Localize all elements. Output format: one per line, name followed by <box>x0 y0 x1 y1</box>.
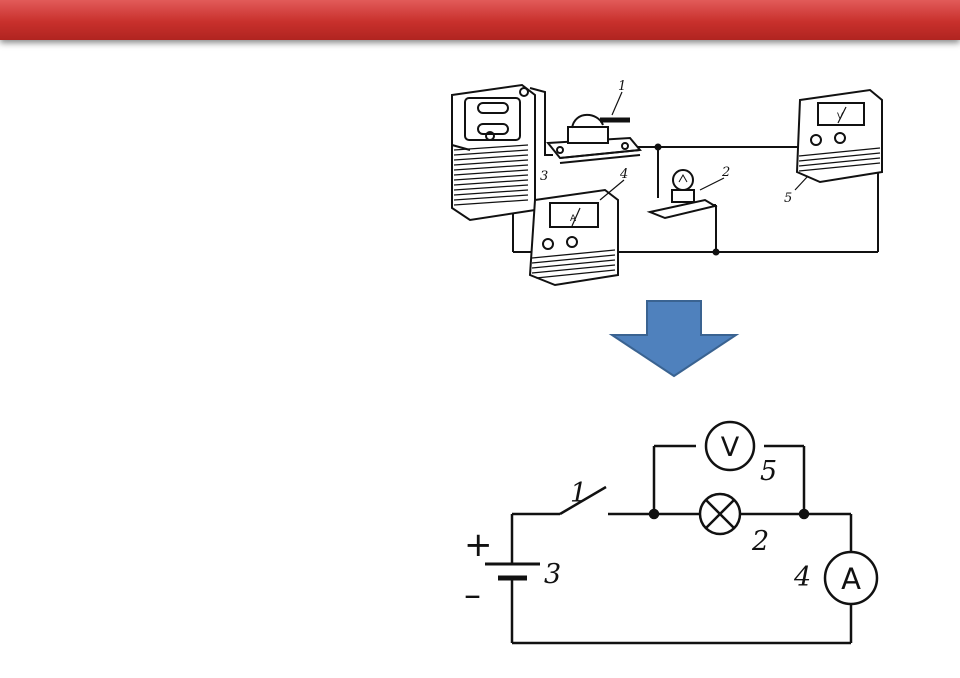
switch-illustration <box>546 91 642 164</box>
lamp-illustration <box>646 169 725 220</box>
schematic-label-battery: 3 <box>544 559 561 590</box>
title-bar <box>0 0 960 40</box>
schematic-minus-sign: – <box>464 575 481 615</box>
illustration-voltmeter-letter: V <box>837 112 844 122</box>
schematic-voltmeter-letter: V <box>721 432 740 463</box>
illustration-label-battery: 3 <box>540 169 548 184</box>
schematic-switch <box>559 485 607 516</box>
schematic-label-lamp: 2 <box>751 526 769 557</box>
battery-illustration <box>451 83 536 222</box>
illustration-label-ammeter: 4 <box>619 167 628 182</box>
illustration-label-voltmeter: 5 <box>784 191 792 206</box>
schematic-plus-sign: + <box>464 525 493 565</box>
schematic-ammeter-letter: A <box>841 562 861 596</box>
voltmeter-illustration <box>794 88 883 191</box>
schematic-ammeter <box>823 550 879 606</box>
illustration-ammeter-letter: A <box>570 214 577 224</box>
schematic-label-ammeter: 4 <box>793 562 811 593</box>
illustration-label-lamp: 2 <box>721 165 730 180</box>
ammeter-illustration <box>528 179 625 287</box>
schematic-circuit <box>485 420 879 645</box>
schematic-wires <box>510 444 853 645</box>
schematic-battery <box>485 562 540 587</box>
pictorial-circuit <box>451 83 883 287</box>
down-arrow-icon <box>608 300 740 378</box>
schematic-voltmeter <box>704 420 756 472</box>
illustration-label-switch: 1 <box>618 79 626 94</box>
schematic-lamp <box>698 492 742 536</box>
schematic-label-switch: 1 <box>570 478 587 509</box>
schematic-label-voltmeter: 5 <box>760 456 777 487</box>
